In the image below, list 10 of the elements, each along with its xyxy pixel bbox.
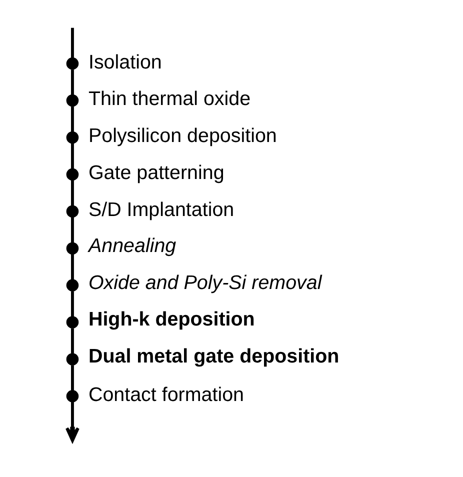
node-label: Annealing [88, 234, 176, 257]
node-label: Contact formation [88, 384, 244, 406]
node-label: S/D Implantation [88, 199, 234, 222]
node-label: High-k deposition [88, 308, 254, 331]
node-label: Isolation [88, 51, 162, 74]
node-label: Gate patterning [88, 162, 224, 184]
node-label: Dual metal gate deposition [88, 346, 339, 368]
node-label: Thin thermal oxide [88, 88, 250, 110]
node-label: Polysilicon deposition [88, 125, 276, 148]
node-label: Oxide and Poly-Si removal [88, 272, 322, 294]
